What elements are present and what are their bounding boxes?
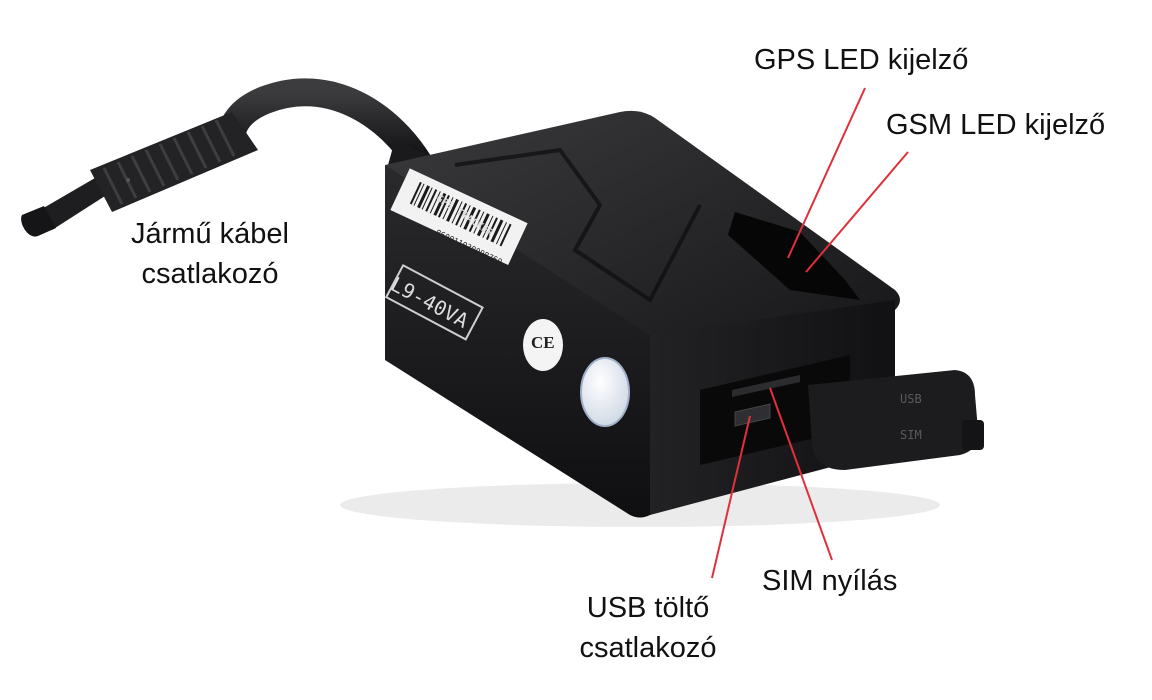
led-window xyxy=(728,212,860,300)
port-cover-flap xyxy=(808,370,979,470)
gps-led-leader-line xyxy=(787,87,866,259)
cover-tab xyxy=(962,420,984,450)
gsm-led-label: GSM LED kijelző xyxy=(886,109,1106,141)
round-sticker xyxy=(580,357,630,427)
top-ridge xyxy=(454,147,702,303)
ce-mark xyxy=(523,319,563,371)
usb-port-opening xyxy=(734,403,771,427)
model-sticker xyxy=(384,263,484,341)
usb-charger-label-line1: USB töltő xyxy=(586,592,710,624)
vehicle-cable-label-line1: Jármű kábel xyxy=(131,218,289,250)
cover-usb-text: USB xyxy=(900,392,922,406)
ce-mark-text: CE xyxy=(531,333,555,352)
sim-slot-leader-line xyxy=(769,387,833,561)
sim-slot-label: SIM nyílás xyxy=(762,565,898,597)
usb-leader-line xyxy=(711,415,751,579)
vehicle-cable-connector xyxy=(21,112,258,237)
vehicle-cable xyxy=(218,78,434,179)
vehicle-cable-label-line2: csatlakozó xyxy=(141,258,279,290)
gps-led-label: GPS LED kijelző xyxy=(754,44,969,76)
barcode-label xyxy=(390,168,528,265)
gsm-led-leader-line xyxy=(805,151,909,273)
device-front-face xyxy=(385,165,650,518)
cover-sim-text: SIM xyxy=(900,428,922,442)
sim-slot-opening xyxy=(732,375,800,397)
device-top-face xyxy=(385,110,900,372)
usb-charger-label-line2: csatlakozó xyxy=(579,632,717,664)
vehicle-cable-label: Jármű kábel csatlakozó xyxy=(110,214,310,294)
usb-charger-label: USB töltő csatlakozó xyxy=(558,588,738,668)
